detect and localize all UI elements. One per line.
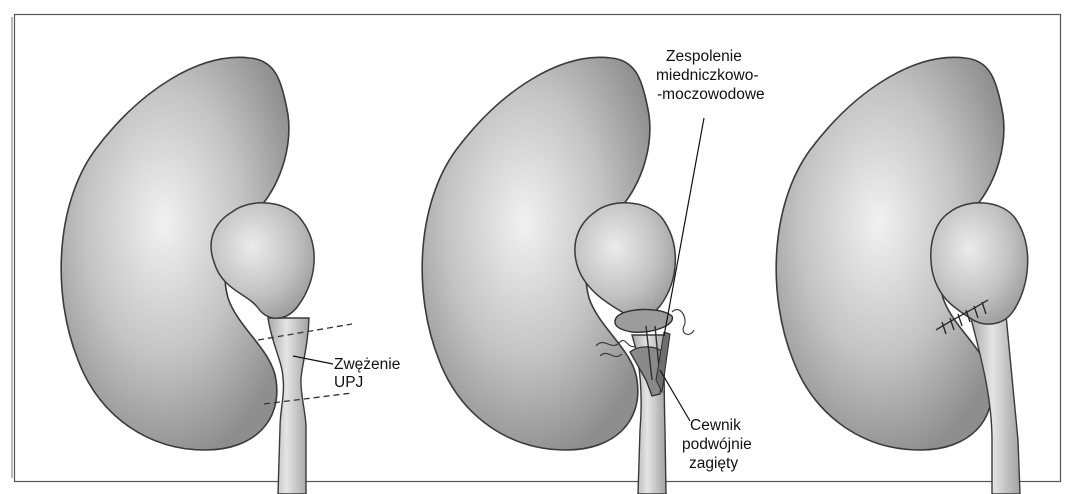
label-stent-line1: Cewnik xyxy=(690,417,741,435)
label-anastomosis-line2: miedniczkowo- xyxy=(656,67,759,85)
label-upj-stenosis-line1: Zwężenie xyxy=(334,356,400,374)
label-stent-line3: zagięty xyxy=(689,455,738,473)
label-anastomosis-line1: Zespolenie xyxy=(666,48,742,66)
label-upj-stenosis-line2: UPJ xyxy=(334,374,363,392)
label-stent-line2: podwójnie xyxy=(682,436,752,454)
label-anastomosis-line3: -moczowodowe xyxy=(657,86,765,104)
